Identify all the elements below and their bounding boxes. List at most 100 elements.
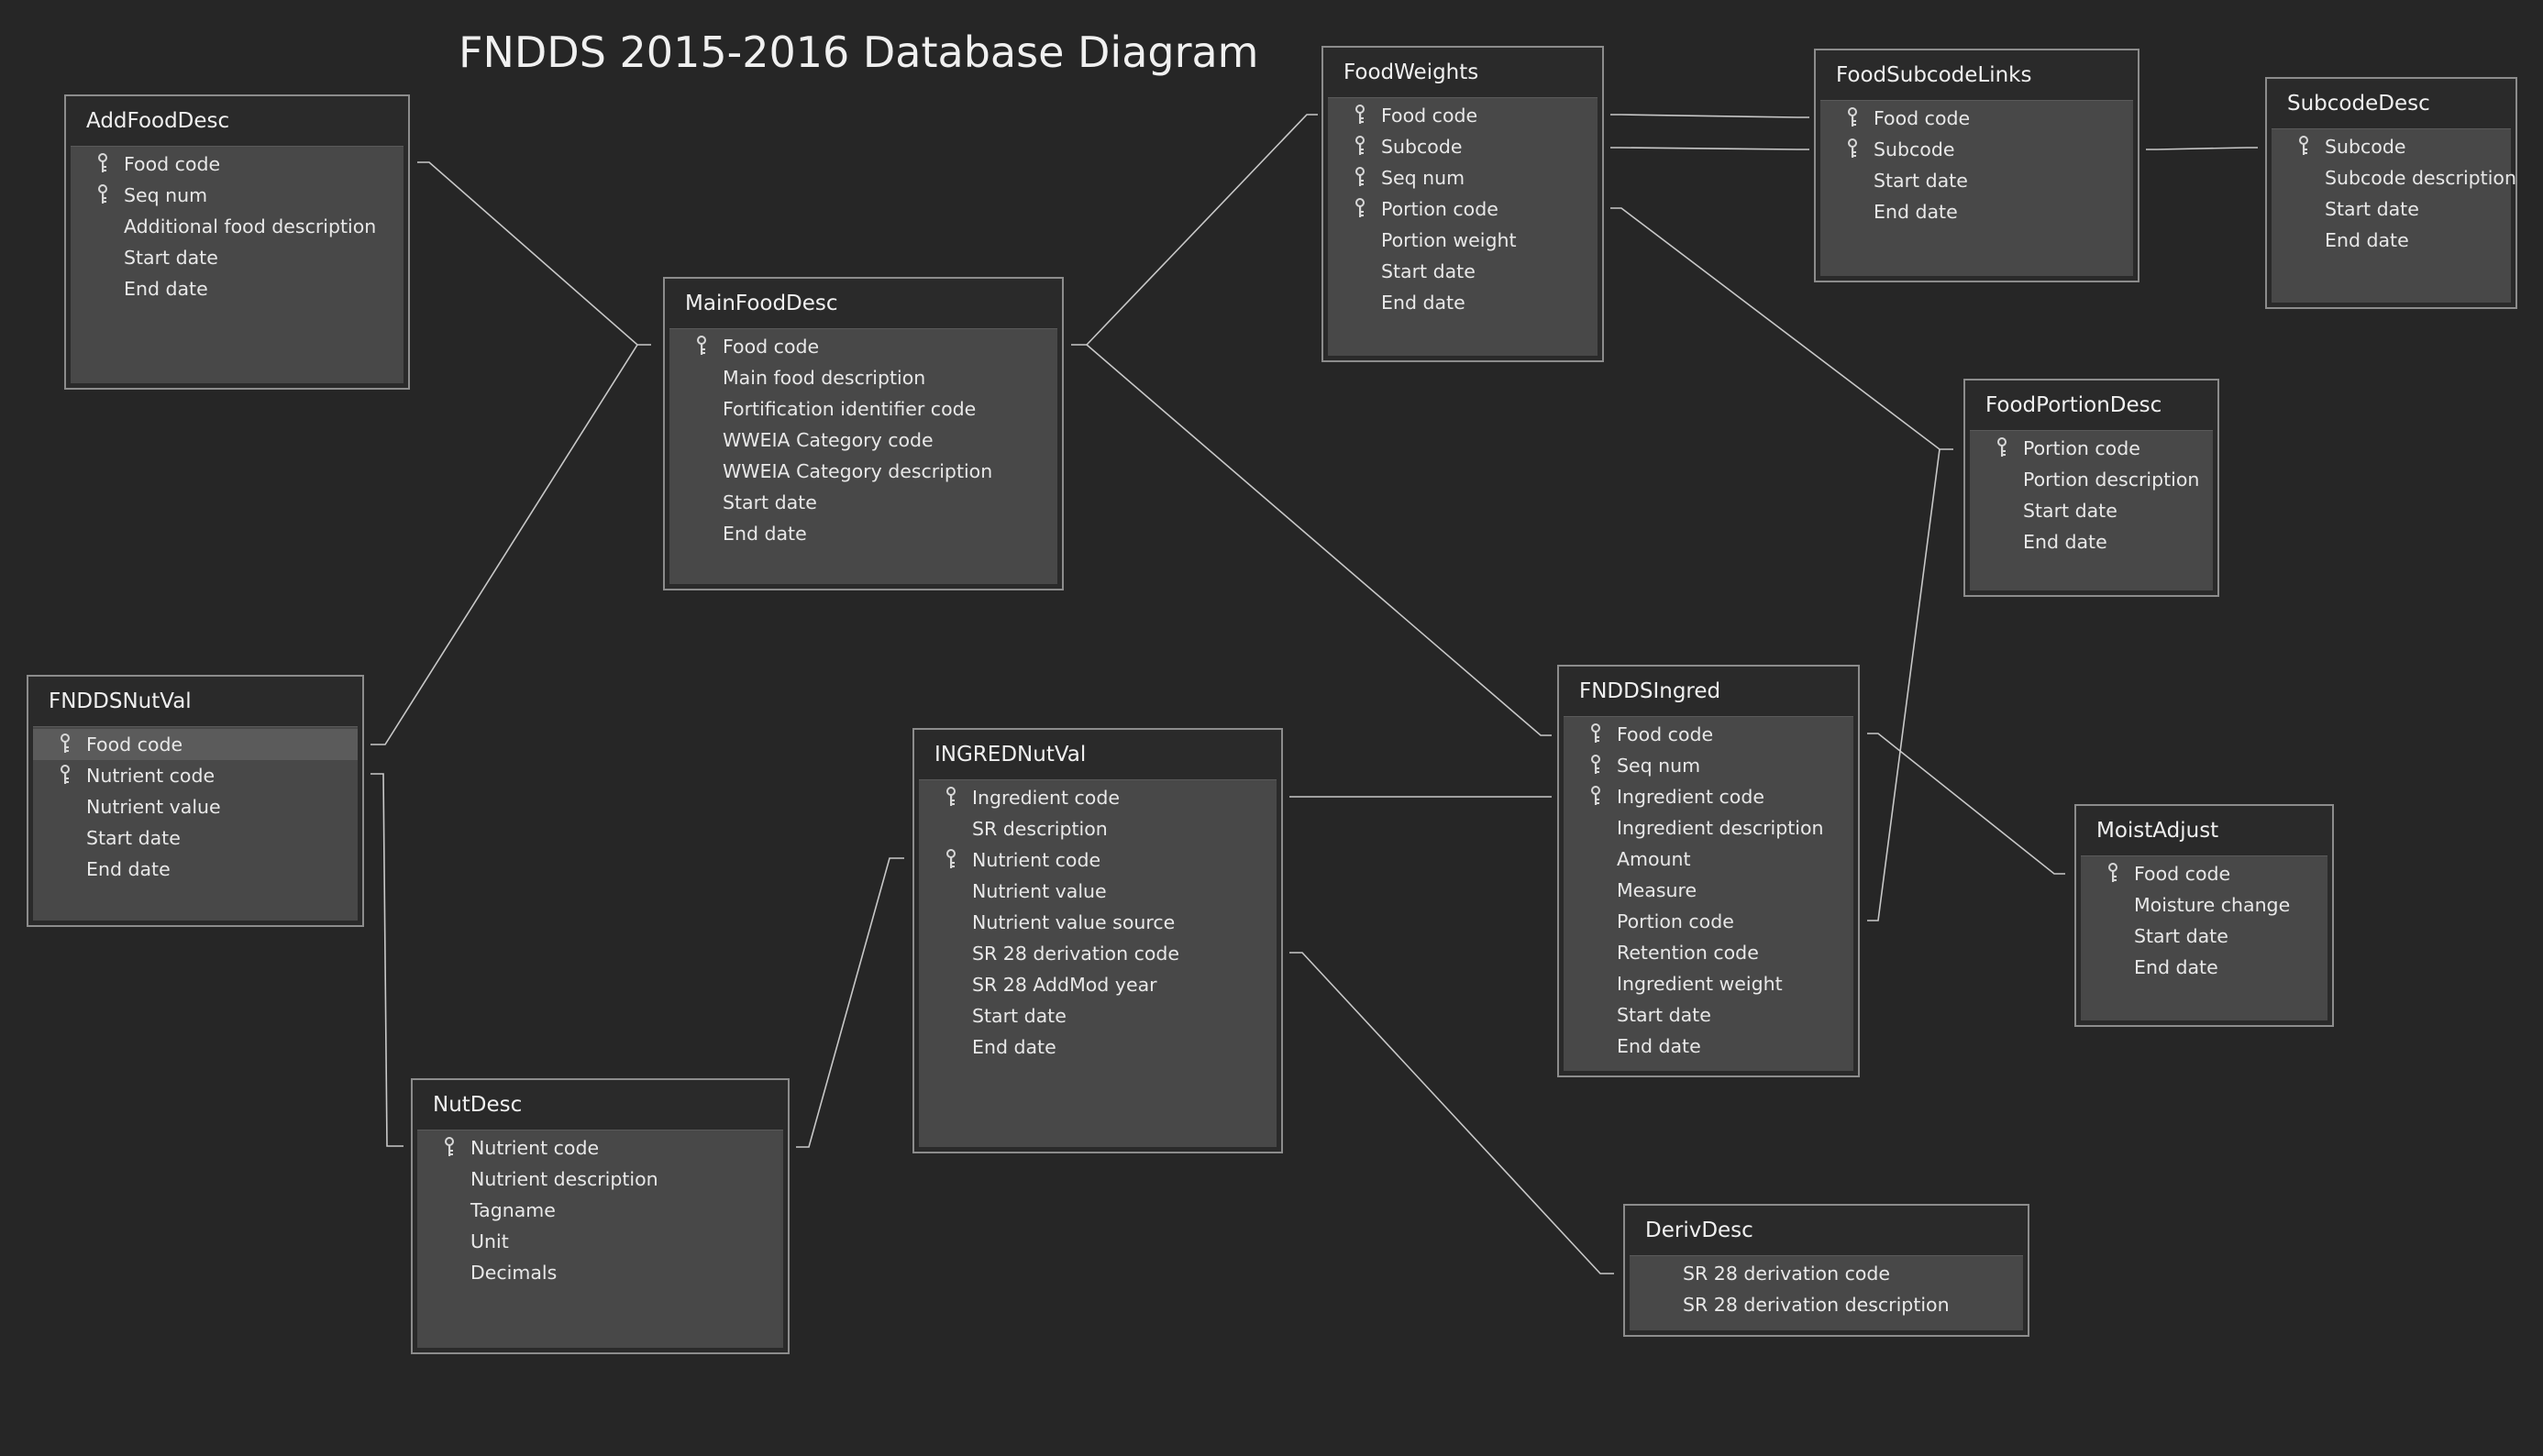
column-row[interactable]: Food code [669,331,1057,362]
column-row[interactable]: Seq num [1328,162,1598,193]
column-row[interactable]: Moisture change [2081,889,2327,921]
column-row[interactable]: End date [919,1031,1277,1063]
column-row[interactable]: Portion weight [1328,225,1598,256]
column-row[interactable]: Measure [1564,875,1853,906]
column-row[interactable]: Unit [417,1226,783,1257]
column-row[interactable]: Nutrient description [417,1164,783,1195]
column-row[interactable]: SR 28 derivation description [1630,1289,2023,1320]
column-row[interactable]: End date [1328,287,1598,318]
column-row[interactable]: End date [33,854,358,885]
table-title[interactable]: DerivDesc [1645,1219,1753,1242]
column-row[interactable]: Start date [919,1000,1277,1031]
column-row[interactable]: Food code [1328,100,1598,131]
relationship-fnddsnutval-mainfooddesc[interactable] [370,344,638,745]
column-row[interactable]: Portion code [1328,193,1598,225]
column-row[interactable]: Portion code [1564,906,1853,937]
relationship-nutdesc-ingrednutval[interactable] [796,857,904,1148]
column-row[interactable]: Subcode [2272,131,2511,162]
table-title[interactable]: FNDDSIngred [1579,679,1721,703]
column-row[interactable]: Ingredient code [1564,781,1853,812]
relationship-foodweights-foodportiondesc[interactable] [1610,207,1953,450]
table-title[interactable]: MoistAdjust [2096,819,2219,843]
table-title[interactable]: NutDesc [433,1093,523,1117]
column-row[interactable]: Ingredient weight [1564,968,1853,999]
column-row[interactable]: SR description [919,813,1277,844]
table-title[interactable]: FoodWeights [1343,61,1479,84]
column-row[interactable]: End date [669,518,1057,549]
column-row[interactable]: WWEIA Category description [669,456,1057,487]
column-row[interactable]: Start date [1820,165,2133,196]
relationship-foodweights-foodsubcodelinks-foodcode[interactable] [1610,114,1809,118]
table-title[interactable]: AddFoodDesc [86,109,230,133]
relationship-ingrednutval-derivdesc[interactable] [1289,952,1614,1274]
column-row[interactable]: Portion description [1970,464,2213,495]
column-row[interactable]: End date [2272,225,2511,256]
relationship-foodsubcodelinks-subcodedesc[interactable] [2146,147,2258,150]
column-row[interactable]: Nutrient value source [919,907,1277,938]
column-row[interactable]: Start date [1328,256,1598,287]
column-row[interactable]: Nutrient code [33,760,358,791]
table-title[interactable]: INGREDNutVal [934,743,1087,767]
column-row[interactable]: Start date [1970,495,2213,526]
column-row[interactable]: Start date [669,487,1057,518]
column-row[interactable]: Start date [71,242,404,273]
table-title[interactable]: FoodPortionDesc [1985,393,2162,417]
relationship-addfooddesc-mainfooddesc[interactable] [417,161,651,346]
column-row[interactable]: End date [1564,1031,1853,1062]
column-row[interactable]: SR 28 derivation code [919,938,1277,969]
column-row[interactable]: Portion code [1970,433,2213,464]
column-row[interactable]: Nutrient code [417,1132,783,1164]
column-row[interactable]: Food code [33,729,358,760]
column-row[interactable]: Food code [71,149,404,180]
column-row[interactable]: End date [71,273,404,304]
column-row[interactable]: Start date [1564,999,1853,1031]
column-row[interactable]: SR 28 derivation code [1630,1258,2023,1289]
column-row[interactable]: Fortification identifier code [669,393,1057,425]
column-row[interactable]: Main food description [669,362,1057,393]
column-row[interactable]: Amount [1564,844,1853,875]
relationship-fnddsingred-moistadjust[interactable] [1867,733,2065,875]
column-row[interactable]: Additional food description [71,211,404,242]
relationship-fnddsingred-foodportiondesc[interactable] [1867,448,1940,921]
column-row[interactable]: Tagname [417,1195,783,1226]
column-row[interactable]: Food code [2081,858,2327,889]
table-title[interactable]: SubcodeDesc [2287,92,2430,116]
column-row[interactable]: Nutrient value [919,876,1277,907]
column-row[interactable]: End date [1970,526,2213,557]
table-title[interactable]: FNDDSNutVal [49,689,192,713]
column-row[interactable]: End date [2081,952,2327,983]
column-row[interactable]: Retention code [1564,937,1853,968]
column-row[interactable]: Start date [2272,193,2511,225]
column-row[interactable]: WWEIA Category code [669,425,1057,456]
column-row[interactable]: Nutrient code [919,844,1277,876]
relationship-foodweights-foodsubcodelinks-subcode[interactable] [1610,147,1809,150]
column-row[interactable]: Nutrient value [33,791,358,822]
column-row[interactable]: Subcode [1820,134,2133,165]
relationship-mainfooddesc-foodweights[interactable] [1071,114,1318,346]
column-row[interactable]: SR 28 AddMod year [919,969,1277,1000]
table-title[interactable]: FoodSubcodeLinks [1836,63,2032,87]
column-row[interactable]: Start date [33,822,358,854]
column-row[interactable]: Seq num [1564,750,1853,781]
column-row[interactable]: Subcode description [2272,162,2516,193]
column-row[interactable]: Seq num [71,180,404,211]
relationship-fnddsnutval-nutdesc[interactable] [370,773,404,1147]
column-row[interactable]: Decimals [417,1257,783,1288]
column-row[interactable]: Subcode [1328,131,1598,162]
column-row[interactable]: Food code [1820,103,2133,134]
table-title[interactable]: MainFoodDesc [685,292,838,315]
relationship-mainfooddesc-fnddsingred[interactable] [1086,344,1552,736]
column-row[interactable]: Food code [1564,719,1853,750]
column-row[interactable]: Ingredient code [919,782,1277,813]
